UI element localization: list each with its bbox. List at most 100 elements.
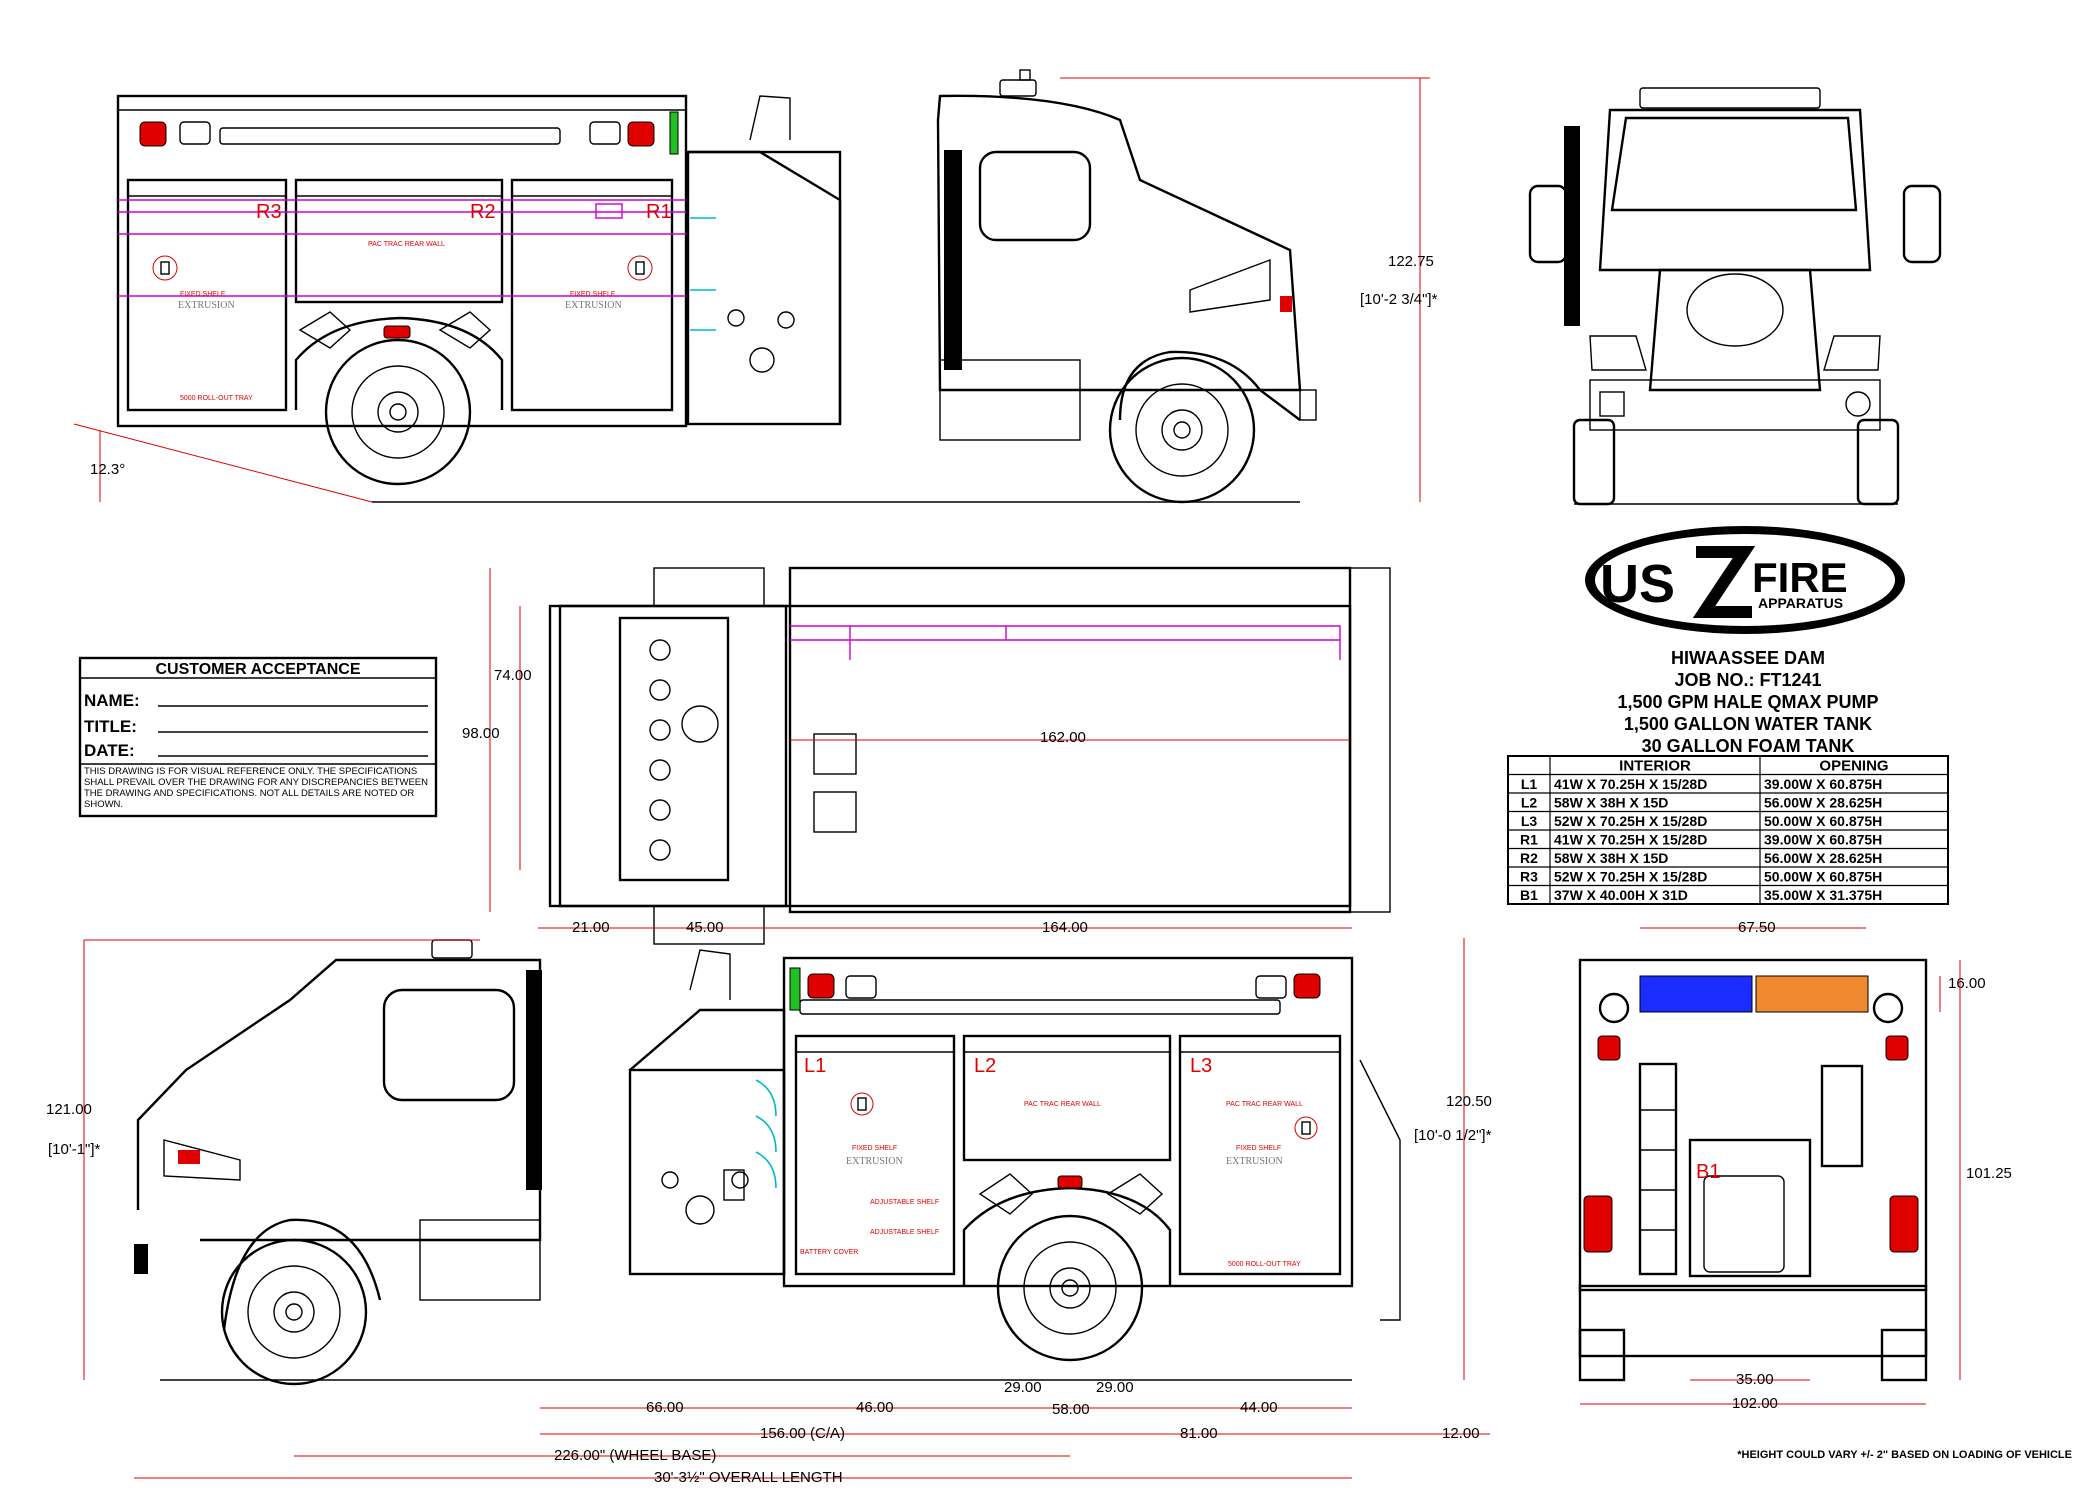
dim-66: 66.00 <box>646 1399 684 1416</box>
logo-fire: FIRE <box>1752 554 1848 601</box>
dim-29b: 29.00 <box>1096 1379 1134 1396</box>
note-battery-cover: BATTERY COVER <box>800 1249 858 1256</box>
compartment-cell: 39.00W X 60.875H <box>1764 832 1882 848</box>
compartment-cell: R1 <box>1520 832 1538 848</box>
compartment-cell: L3 <box>1521 813 1538 829</box>
dim-81: 81.00 <box>1180 1425 1218 1442</box>
compartment-cell: 52W X 70.25H X 15/28D <box>1554 869 1707 885</box>
dim-top-angle: 12.3° <box>90 461 125 478</box>
compartment-cell: 37W X 40.00H X 31D <box>1554 887 1688 903</box>
label-r1: R1 <box>646 201 672 223</box>
label-l1: L1 <box>804 1055 826 1077</box>
dim-12: 12.00 <box>1442 1425 1480 1442</box>
compartment-cell: 56.00W X 28.625H <box>1764 795 1882 811</box>
dim-rear-width-top: 67.50 <box>1738 919 1776 936</box>
compartment-header: OPENING <box>1819 758 1888 775</box>
compartment-cell: 56.00W X 28.625H <box>1764 850 1882 866</box>
plan-view: 74.00 98.00 162.00 <box>462 566 1391 945</box>
note-extrusion-l3: EXTRUSION <box>1226 1156 1283 1167</box>
note-rollout-r3: 5000 ROLL-OUT TRAY <box>180 395 253 402</box>
note-extrusion-r1: EXTRUSION <box>565 300 622 311</box>
dim-plan-inner: 74.00 <box>494 667 532 684</box>
compartment-cell: L1 <box>1521 776 1538 792</box>
label-r3: R3 <box>256 201 282 223</box>
note-adj-shelf-2: ADJUSTABLE SHELF <box>870 1229 939 1236</box>
dim-body-height: 120.50 <box>1446 1093 1492 1110</box>
acceptance-name-label: NAME: <box>84 691 140 710</box>
note-fixed-shelf-r1: FIXED SHELF <box>570 291 615 298</box>
dim-rear-inner: 35.00 <box>1736 1371 1774 1388</box>
note-fixed-shelf-l1: FIXED SHELF <box>852 1145 897 1152</box>
acceptance-title-label: TITLE: <box>84 717 137 736</box>
dim-21: 21.00 <box>572 919 610 936</box>
compartment-cell: 58W X 38H X 15D <box>1554 850 1668 866</box>
pump-panel-plan <box>649 639 719 861</box>
dim-29a: 29.00 <box>1004 1379 1042 1396</box>
dim-top-height: 122.75 <box>1388 253 1434 270</box>
left-side-elevation: L1 L2 L3 PAC TRAC REAR WALL PAC TRAC REA… <box>134 939 1401 1386</box>
job-info: HIWAASSEE DAM JOB NO.: FT1241 1,500 GPM … <box>1617 648 1878 756</box>
customer-acceptance-box: CUSTOMER ACCEPTANCE NAME: TITLE: DATE: T… <box>78 656 438 818</box>
compartment-table: INTERIOR OPENING L1 41W X 70.25H X 15/28D 39… <box>1507 755 1949 905</box>
compartment-cell: 50.00W X 60.875H <box>1764 813 1882 829</box>
dim-44: 44.00 <box>1240 1399 1278 1416</box>
job-number: JOB NO.: FT1241 <box>1674 670 1821 690</box>
acceptance-date-label: DATE: <box>84 741 135 760</box>
dim-plan-outer: 98.00 <box>462 725 500 742</box>
note-pac-trac-r2: PAC TRAC REAR WALL <box>368 241 445 248</box>
dim-rear-width: 102.00 <box>1732 1395 1778 1412</box>
note-fixed-shelf-l3: FIXED SHELF <box>1236 1145 1281 1152</box>
compartment-cell: 58W X 38H X 15D <box>1554 795 1668 811</box>
job-customer: HIWAASSEE DAM <box>1671 648 1825 668</box>
job-foam: 30 GALLON FOAM TANK <box>1642 736 1855 756</box>
note-extrusion-l1: EXTRUSION <box>846 1156 903 1167</box>
compartment-cell: 52W X 70.25H X 15/28D <box>1554 813 1707 829</box>
note-rollout-l3: 5000 ROLL-OUT TRAY <box>1228 1261 1301 1268</box>
dim-plan-body: 162.00 <box>1040 729 1086 746</box>
compartment-cell: 50.00W X 60.875H <box>1764 869 1882 885</box>
note-adj-shelf-1: ADJUSTABLE SHELF <box>870 1199 939 1206</box>
compartment-cell: R3 <box>1520 869 1538 885</box>
compartment-cell: L2 <box>1521 795 1538 811</box>
dim-body-height-ft: [10'-0 1/2"]* <box>1414 1127 1492 1144</box>
note-fixed-shelf-r3: FIXED SHELF <box>180 291 225 298</box>
job-pump: 1,500 GPM HALE QMAX PUMP <box>1617 692 1878 712</box>
dim-58: 58.00 <box>1052 1401 1090 1418</box>
label-l3: L3 <box>1190 1055 1212 1077</box>
label-l2: L2 <box>974 1055 996 1077</box>
note-pac-trac-l2: PAC TRAC REAR WALL <box>1024 1101 1101 1108</box>
compartment-cell: B1 <box>1520 887 1538 903</box>
logo-us: US <box>1600 554 1675 614</box>
rear-view: B1 67.50 16.00 101.25 35.00 102.00 <box>1578 919 2012 1412</box>
dim-46: 46.00 <box>856 1399 894 1416</box>
compartment-cell: 39.00W X 60.875H <box>1764 776 1882 792</box>
dim-45: 45.00 <box>686 919 724 936</box>
dim-side-height-ft: [10'-1"]* <box>48 1141 101 1158</box>
label-r2: R2 <box>470 201 496 223</box>
left-side-dimensions: 121.00 [10'-1"]* 120.50 [10'-0 1/2"]* 21… <box>46 919 1492 1486</box>
job-water: 1,500 GALLON WATER TANK <box>1624 714 1872 734</box>
compartment-cell: R2 <box>1520 850 1538 866</box>
compartment-header: INTERIOR <box>1619 758 1691 775</box>
dim-wheel-base: 226.00" (WHEEL BASE) <box>554 1447 716 1464</box>
label-b1: B1 <box>1696 1161 1720 1183</box>
logo-apparatus: APPARATUS <box>1758 595 1843 611</box>
compartment-cell: 35.00W X 31.375H <box>1764 887 1882 903</box>
note-extrusion-r3: EXTRUSION <box>178 300 235 311</box>
dim-rear-lightbar: 16.00 <box>1948 975 1986 992</box>
footnote: *HEIGHT COULD VARY +/- 2" BASED ON LOADI… <box>1737 1449 2072 1461</box>
note-pac-trac-l3: PAC TRAC REAR WALL <box>1226 1101 1303 1108</box>
dim-side-height: 121.00 <box>46 1101 92 1118</box>
dim-164: 164.00 <box>1042 919 1088 936</box>
dim-overall-length: 30'-3½" OVERALL LENGTH <box>654 1469 843 1486</box>
dim-156: 156.00 (C/A) <box>760 1425 845 1442</box>
acceptance-title: CUSTOMER ACCEPTANCE <box>155 661 360 678</box>
us-fire-logo: US FIRE APPARATUS <box>1585 526 1905 634</box>
front-view <box>1528 87 1942 506</box>
dim-rear-height: 101.25 <box>1966 1165 2012 1182</box>
acceptance-disclaimer: THIS DRAWING IS FOR VISUAL REFERENCE ONL… <box>84 766 429 810</box>
compartment-cell: 41W X 70.25H X 15/28D <box>1554 832 1707 848</box>
dim-top-height-ft: [10'-2 3/4"]* <box>1360 291 1438 308</box>
right-side-elevation: R3 R2 R1 PAC TRAC REAR WALL FIXED SHELF … <box>73 69 1438 504</box>
